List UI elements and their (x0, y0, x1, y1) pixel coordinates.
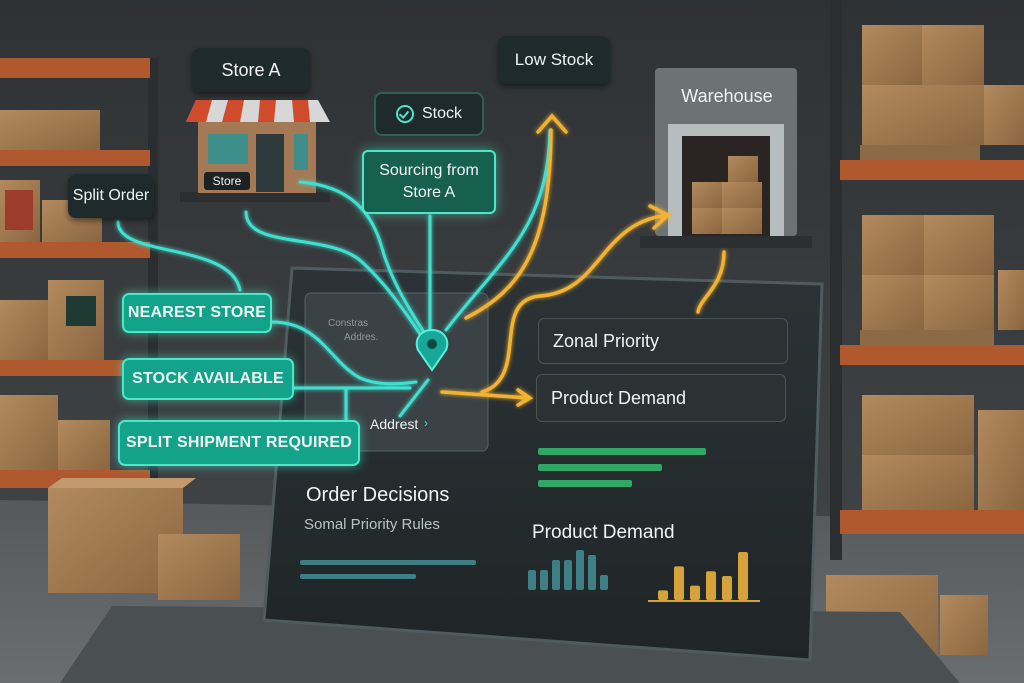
gold-bar (706, 571, 716, 600)
warehouse-label: Warehouse (681, 85, 773, 106)
split-shipment-tag: SPLIT SHIPMENT REQUIRED (118, 420, 360, 466)
demand-bar (538, 464, 662, 471)
gold-bar (690, 585, 700, 600)
product-demand-row: Product Demand (536, 374, 786, 422)
teal-bar (540, 570, 548, 590)
sourcing-line-2: Store A (402, 184, 456, 201)
stock-label-text: Stock (421, 105, 462, 122)
gold-bar (722, 576, 732, 600)
stock-check-icon (395, 105, 414, 123)
store-a-building (180, 100, 330, 202)
map-address-text: Addrest (370, 416, 419, 432)
teal-bar (552, 560, 560, 590)
zonal-priority-row: Zonal Priority (538, 318, 788, 364)
split-order-label: Split Order (68, 174, 154, 218)
teal-bar (600, 575, 608, 590)
teal-bar (528, 570, 536, 590)
left-shelf (0, 58, 158, 518)
demand-progress-bars (538, 448, 706, 487)
teal-bar (576, 550, 584, 590)
store-a-label: Store A (192, 48, 310, 92)
teal-bar (588, 555, 596, 590)
route-lines (116, 113, 726, 432)
rule-line (300, 574, 416, 579)
order-decisions-title: Order Decisions (306, 484, 450, 506)
teal-bar (564, 560, 572, 590)
product-demand-title: Product Demand (532, 522, 675, 543)
low-stock-label: Low Stock (498, 36, 610, 84)
sourcing-line-1: Sourcing from (379, 162, 479, 179)
demand-bar (538, 448, 706, 455)
nearest-store-tag: NEAREST STORE (122, 293, 272, 333)
location-pin-icon (415, 328, 449, 372)
gold-bar-chart (658, 552, 748, 600)
store-sign: Store (204, 172, 250, 190)
warehouse-building (640, 68, 812, 248)
demand-bar (538, 480, 632, 487)
map-faint-text-1: Constras (328, 318, 369, 329)
gold-bar (658, 590, 668, 600)
teal-bar-chart (528, 550, 608, 590)
gold-bar (738, 552, 748, 600)
right-shelf (830, 0, 1024, 560)
stock-available-tag: STOCK AVAILABLE (122, 358, 294, 400)
gold-bar (674, 566, 684, 600)
priority-rules-text: Somal Priority Rules (304, 516, 440, 533)
address-chevron-icon: › (424, 416, 428, 430)
map-faint-text-2: Addres. (344, 332, 379, 343)
sourcing-label: Sourcing from Store A (362, 150, 496, 214)
rule-line (300, 560, 476, 565)
stock-label: Stock (374, 92, 484, 136)
